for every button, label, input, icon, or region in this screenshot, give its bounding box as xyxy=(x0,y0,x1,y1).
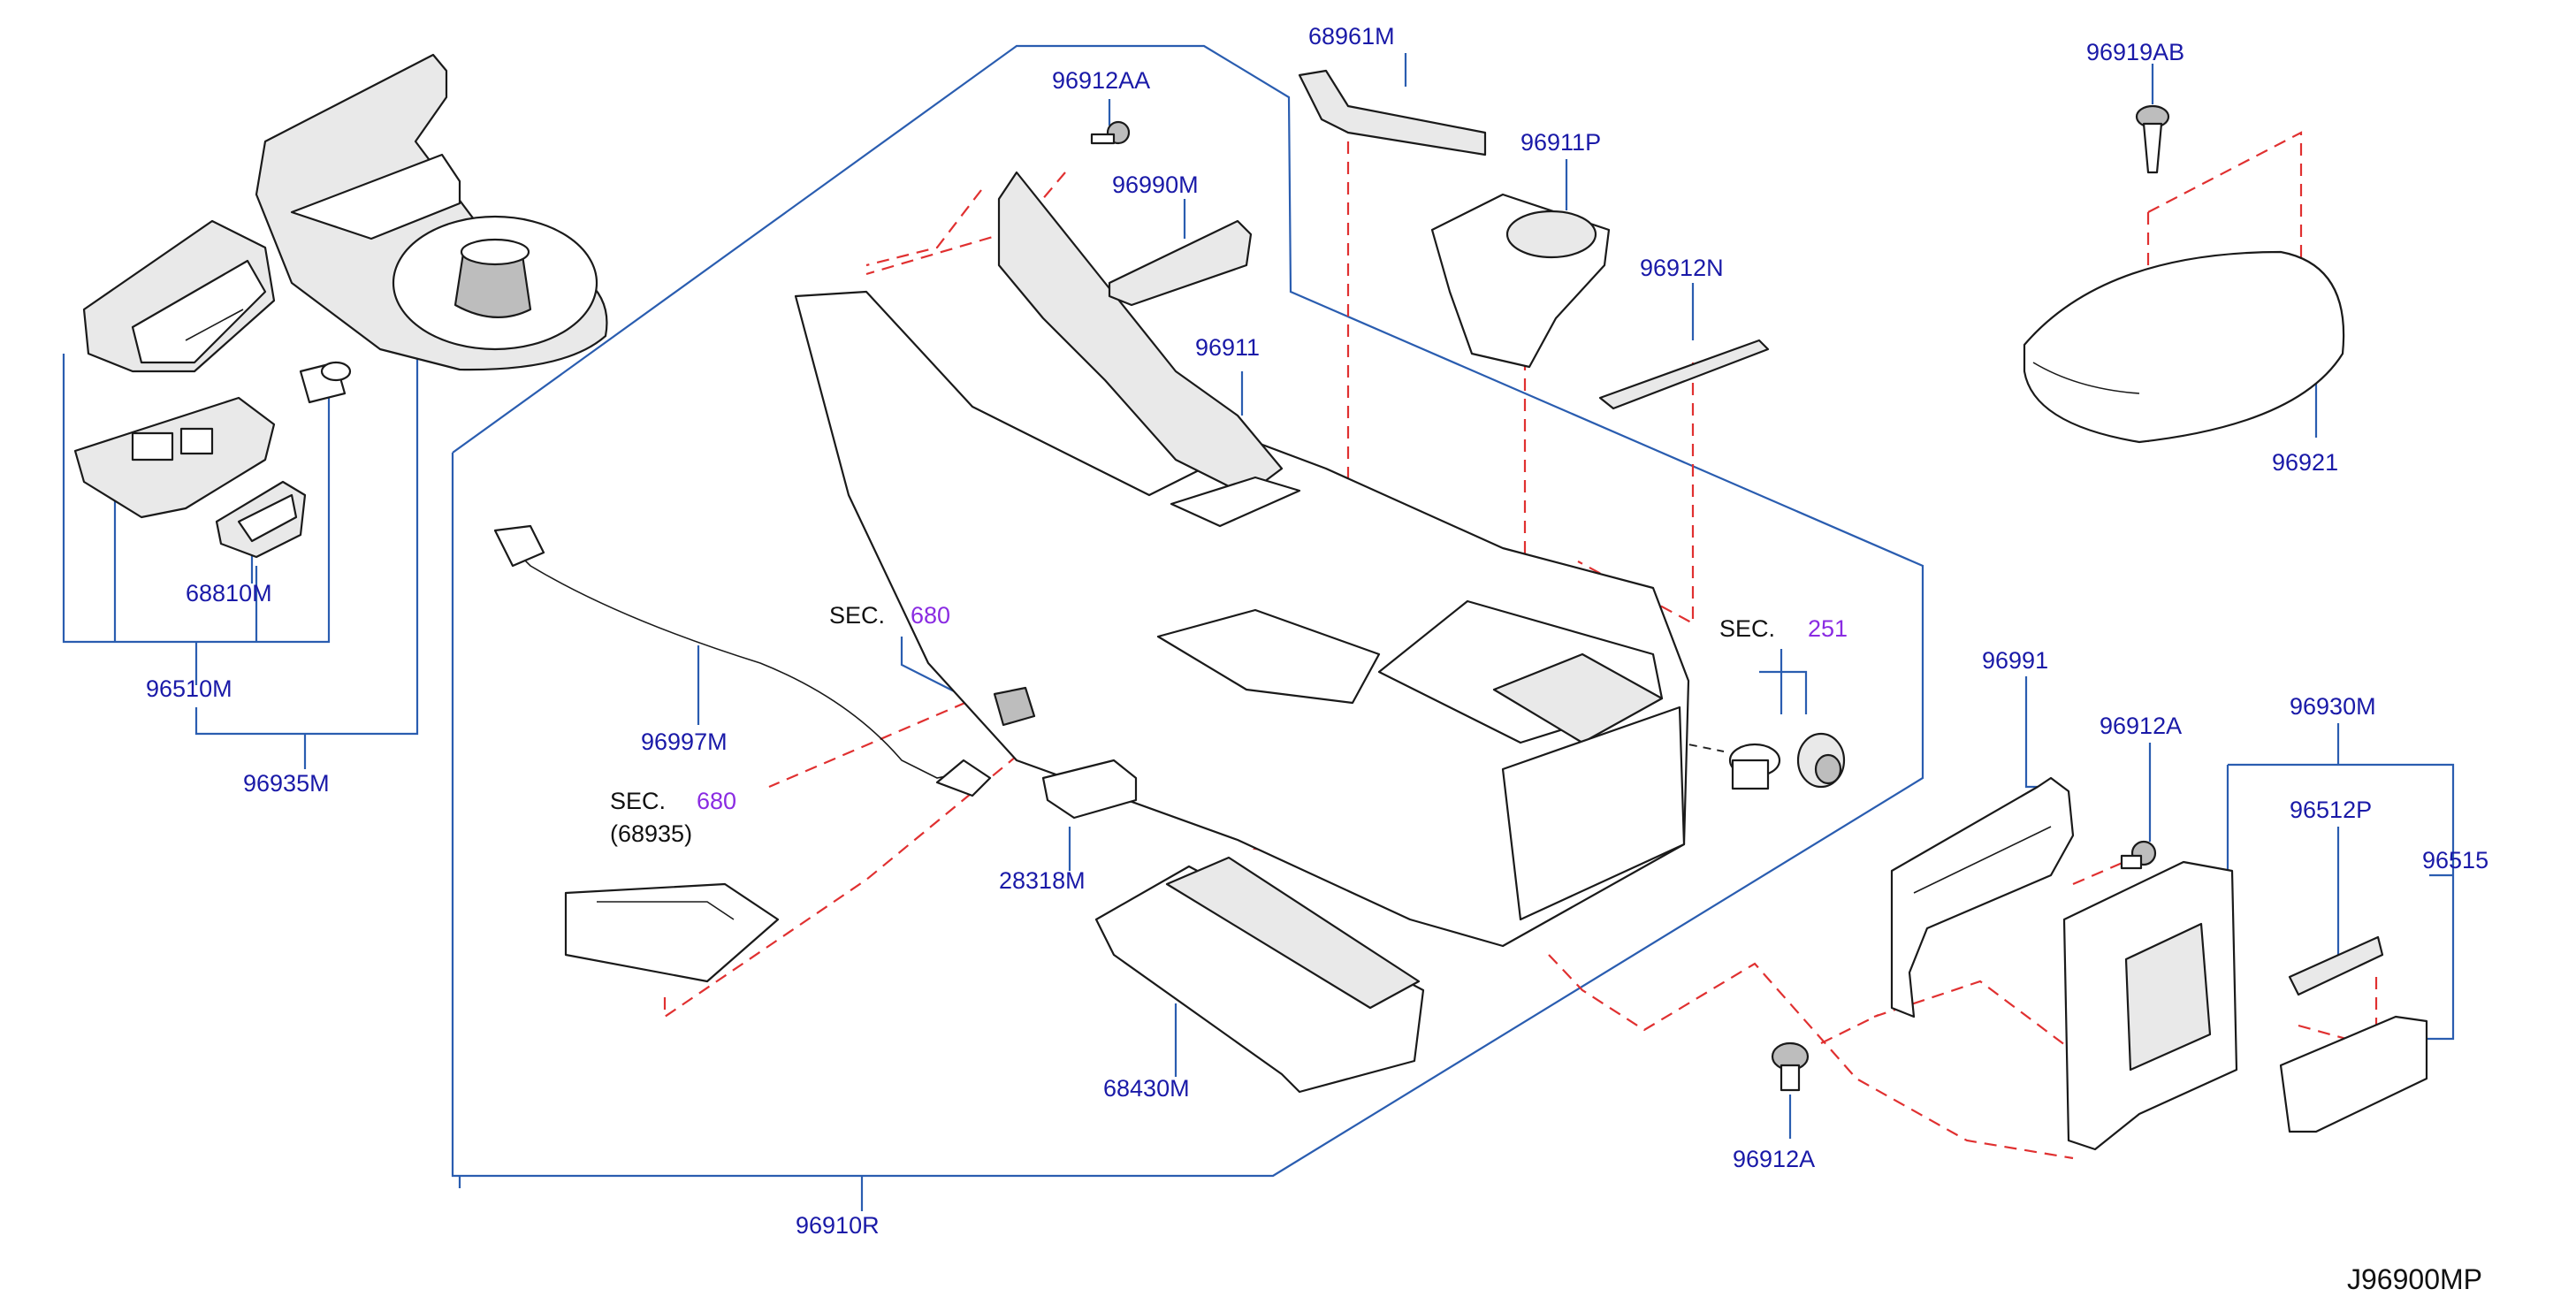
cup-holder-part xyxy=(1430,193,1611,369)
cd-changer-part xyxy=(1094,856,1425,1094)
sec-680-b-ref: (68935) xyxy=(610,820,692,847)
label-96912A-bottom: 96912A xyxy=(1733,1146,1815,1172)
bracket-part xyxy=(1108,219,1253,307)
cable-96997M xyxy=(493,524,992,797)
power-socket-part xyxy=(1728,732,1846,790)
upper-trim-bezel-part xyxy=(255,53,608,371)
label-96911: 96911 xyxy=(1195,334,1260,361)
strip-96912N xyxy=(1598,339,1770,410)
sec-251-number: 251 xyxy=(1808,615,1848,642)
label-68961M: 68961M xyxy=(1308,23,1395,50)
screw-96919AB xyxy=(2135,104,2170,174)
label-96912N: 96912N xyxy=(1640,255,1724,281)
label-96515: 96515 xyxy=(2422,847,2488,873)
rear-panel-part xyxy=(2062,860,2238,1151)
label-96911P: 96911P xyxy=(1520,129,1601,156)
label-96912AA: 96912AA xyxy=(1052,67,1150,94)
center-console-main-part xyxy=(794,171,1690,948)
sec-680-a-number: 680 xyxy=(911,602,950,629)
sec-251-prefix: SEC. xyxy=(1719,615,1775,642)
switch-block-part xyxy=(215,480,307,559)
label-96912A-top: 96912A xyxy=(2100,713,2182,739)
screw-96912AA xyxy=(1090,120,1131,145)
plate-68961M xyxy=(1298,69,1487,156)
label-96991: 96991 xyxy=(1982,647,2048,674)
label-96510M: 96510M xyxy=(146,675,232,702)
diagram-code: J96900MP xyxy=(2347,1263,2482,1295)
armrest-lid-part xyxy=(2023,250,2345,444)
label-96910R: 96910R xyxy=(796,1212,880,1239)
sec-680-a-prefix: SEC. xyxy=(829,602,885,629)
bracket-96991 xyxy=(1890,776,2075,1018)
ashtray-lid-part xyxy=(82,219,276,373)
label-68430M: 68430M xyxy=(1103,1075,1190,1102)
clip-part xyxy=(993,686,1036,727)
tray-part xyxy=(564,882,780,983)
screw-96912A-top xyxy=(2120,840,2157,870)
pocket-96515 xyxy=(2279,1015,2428,1133)
label-68810M: 68810M xyxy=(186,580,272,606)
label-96930M: 96930M xyxy=(2290,693,2376,720)
leader-lines xyxy=(62,44,2455,1211)
switch-cluster-part xyxy=(73,361,352,519)
sec-680-b-number: 680 xyxy=(697,788,736,814)
connector-28318M xyxy=(1041,759,1138,820)
screw-96912A-bottom xyxy=(1771,1041,1810,1092)
label-96997M: 96997M xyxy=(641,728,728,755)
label-96512P: 96512P xyxy=(2290,797,2372,823)
label-96921: 96921 xyxy=(2272,449,2338,476)
switch-96512P xyxy=(2288,935,2384,996)
label-96919AB: 96919AB xyxy=(2086,39,2184,65)
sec-680-b-prefix: SEC. xyxy=(610,788,666,814)
part-labels: 96912AA 68961M 96919AB 96990M 96911P 969… xyxy=(146,23,2488,1295)
label-96935M: 96935M xyxy=(243,770,330,797)
label-96990M: 96990M xyxy=(1112,172,1199,198)
label-28318M: 28318M xyxy=(999,867,1086,894)
